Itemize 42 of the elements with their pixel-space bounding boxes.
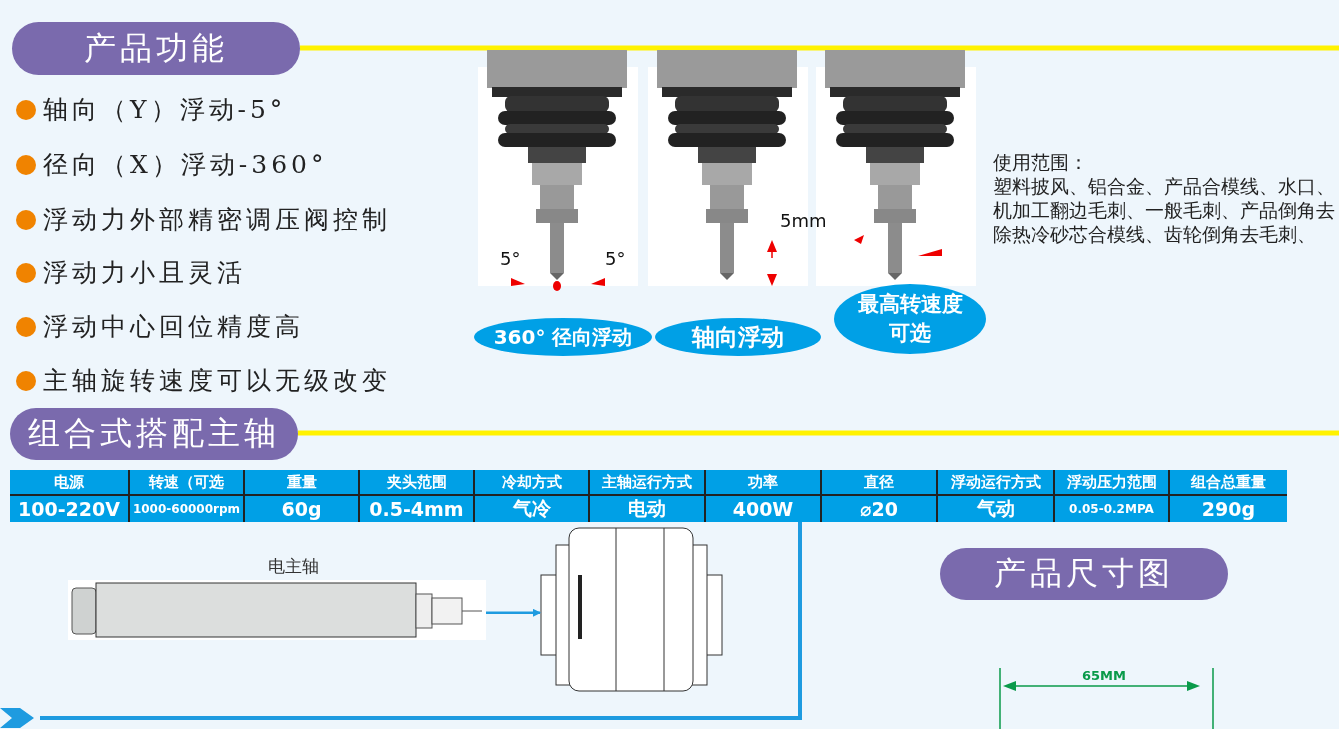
table-header-cell: 转速（可选	[130, 470, 245, 496]
list-item: 浮动力外部精密调压阀控制	[43, 204, 391, 236]
table-cell: 60g	[245, 496, 360, 522]
list-item: 浮动中心回位精度高	[43, 311, 304, 343]
part-label: 电主轴	[268, 555, 319, 578]
section-heading: 产品尺寸图	[940, 548, 1228, 600]
table-header-cell: 浮动压力范围	[1055, 470, 1170, 496]
table-cell: 400W	[706, 496, 822, 522]
table-header-cell: 浮动运行方式	[938, 470, 1055, 496]
table-cell: 0.05-0.2MPA	[1055, 496, 1170, 522]
list-item: 主轴旋转速度可以无级改变	[43, 365, 391, 397]
caption-ellipse: 最高转速度可选	[834, 284, 986, 354]
table-cell: 气动	[938, 496, 1055, 522]
dimension-label: 5°	[605, 248, 626, 269]
table-header-cell: 夹头范围	[360, 470, 475, 496]
arrow	[486, 608, 541, 617]
section-heading: 产品功能	[12, 22, 300, 75]
dimension-label: 65MM	[1082, 668, 1126, 683]
usage-text: 塑料披风、铝合金、产品合模线、水口、机加工翻边毛刺、一般毛刺、产品倒角去除热冷砂芯合模线、齿轮倒角去毛刺、	[993, 174, 1336, 246]
table-header-cell: 重量	[245, 470, 360, 496]
dimension-label: 5mm	[780, 210, 827, 231]
table-header-cell: 主轴运行方式	[590, 470, 706, 496]
table-cell: 0.5-4mm	[360, 496, 475, 522]
caption-ellipse: 轴向浮动	[655, 318, 821, 356]
table-header-cell: 功率	[706, 470, 822, 496]
usage-heading: 使用范围：	[993, 150, 1088, 174]
caption-ellipse: 360° 径向浮动	[474, 318, 652, 356]
section-heading: 组合式搭配主轴	[10, 408, 298, 460]
table-cell: 气冷	[475, 496, 590, 522]
table-cell: 290g	[1170, 496, 1287, 522]
list-item: 径向（X）浮动-360°	[43, 149, 328, 181]
table-cell: ⌀20	[822, 496, 938, 522]
table-header-cell: 组合总重量	[1170, 470, 1287, 496]
list-item: 浮动力小且灵活	[43, 257, 246, 289]
table-header-cell: 直径	[822, 470, 938, 496]
table-header-cell: 冷却方式	[475, 470, 590, 496]
table-cell: 1000-60000rpm	[130, 496, 245, 522]
table-header-cell: 电源	[10, 470, 130, 496]
table-cell: 电动	[590, 496, 706, 522]
table-cell: 100-220V	[10, 496, 130, 522]
dimension-label: 5°	[500, 248, 521, 269]
list-item: 轴向（Y）浮动-5°	[43, 94, 287, 126]
